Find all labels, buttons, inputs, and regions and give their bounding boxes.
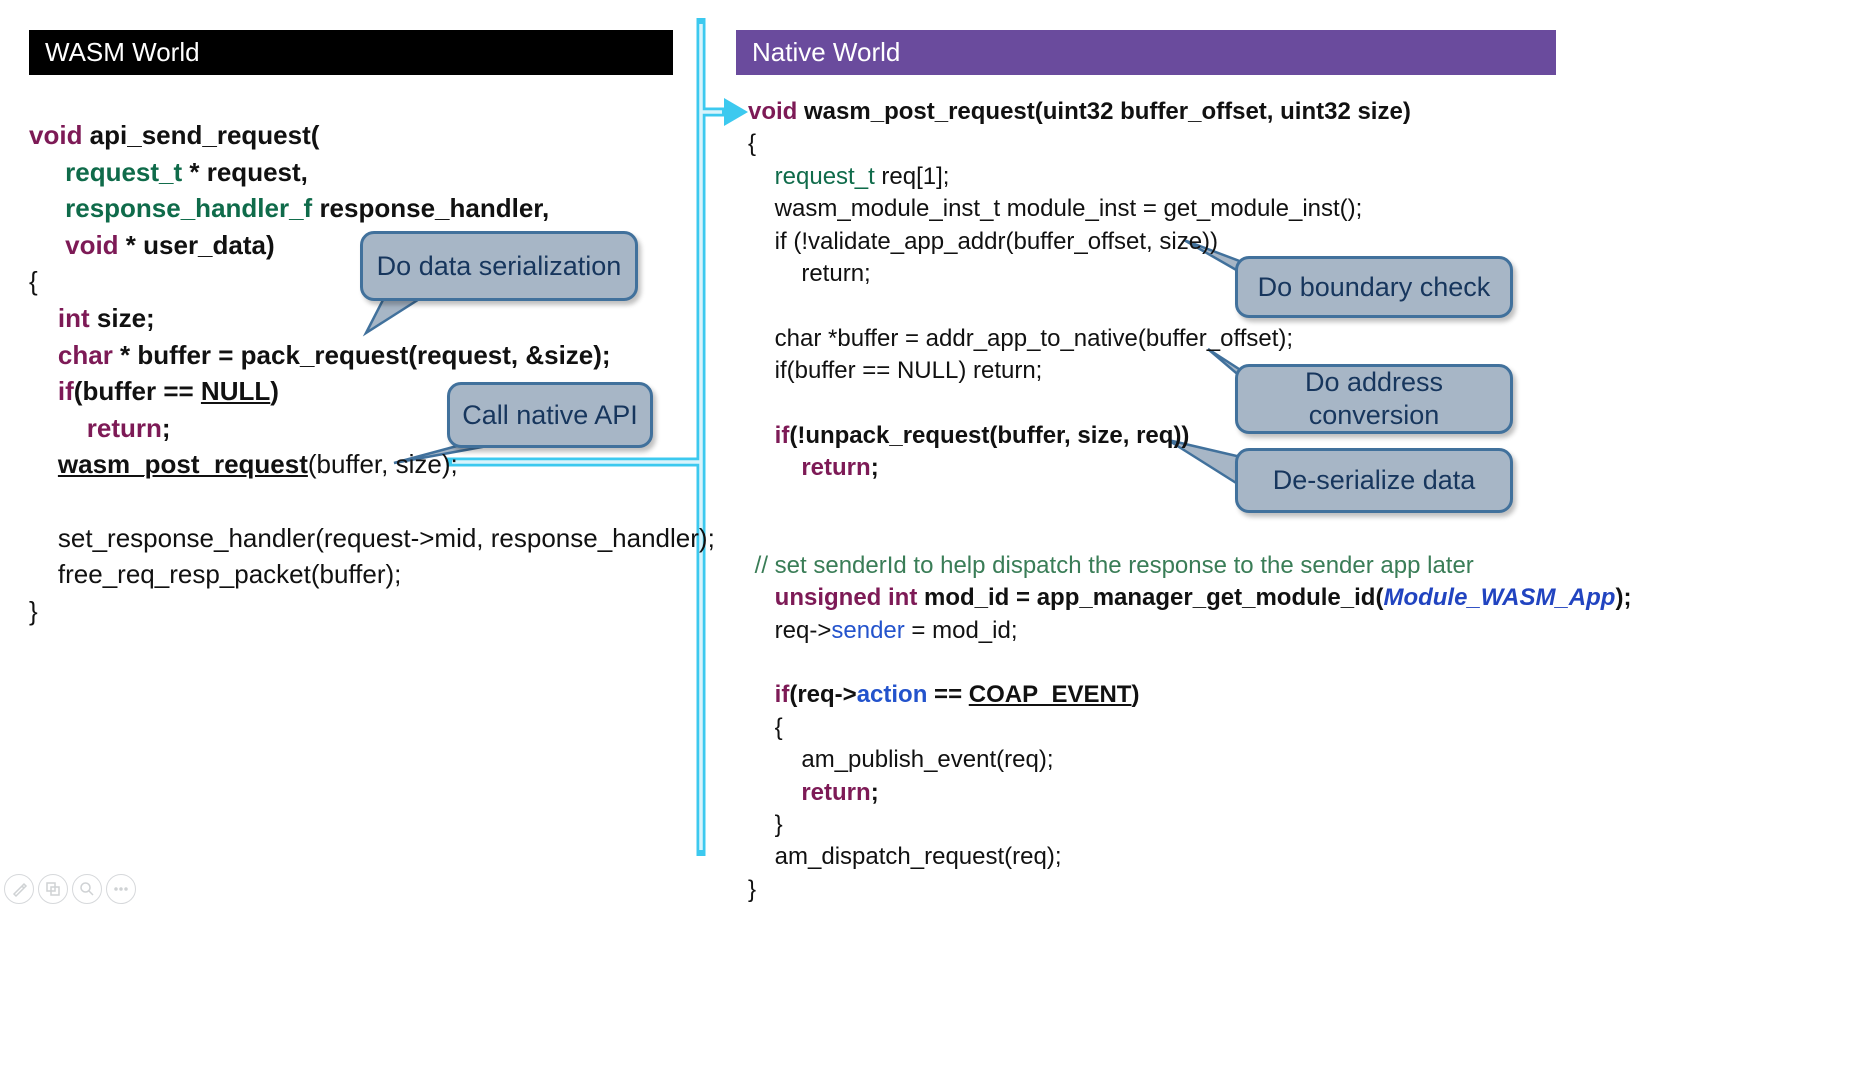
code-line: { — [748, 130, 757, 158]
native-code: void wasm_post_request(uint32 buffer_off… — [748, 96, 1631, 906]
code-line: if(buffer == NULL) return; — [748, 357, 1043, 385]
callout-label: Do boundary check — [1257, 271, 1491, 302]
callout-call-native-api: Call native API — [447, 382, 653, 448]
slides-overview-icon — [46, 882, 60, 896]
zoom-icon — [80, 882, 94, 896]
code-line: return; — [748, 260, 871, 288]
code-line: am_dispatch_request(req); — [748, 843, 1062, 871]
callout-label: Do data serialization — [376, 250, 622, 281]
callout-label: Call native API — [462, 399, 638, 430]
code-line: void api_send_request( — [29, 120, 320, 150]
pen-tool-button[interactable] — [4, 874, 34, 904]
pen-icon — [12, 882, 28, 898]
more-options-button[interactable] — [106, 874, 136, 904]
code-line: char *buffer = addr_app_to_native(buffer… — [748, 324, 1294, 352]
zoom-button[interactable] — [72, 874, 102, 904]
code-line: req->sender = mod_id; — [748, 616, 1018, 644]
code-line: if (!validate_app_addr(buffer_offset, si… — [748, 227, 1219, 255]
code-line: } — [29, 595, 38, 626]
code-line: response_handler_f response_handler, — [29, 193, 550, 224]
code-line: } — [748, 810, 783, 838]
callout-de-serialize-data: De-serialize data — [1235, 448, 1513, 513]
code-line: free_req_resp_packet(buffer); — [29, 559, 402, 590]
callout-do-data-serialization: Do data serialization — [360, 231, 638, 301]
wasm-code: void api_send_request( request_t * reque… — [29, 117, 715, 629]
code-line: request_t req[1]; — [748, 162, 950, 190]
code-line: set_response_handler(request->mid, respo… — [29, 522, 715, 553]
code-line: // set senderId to help dispatch the res… — [748, 551, 1474, 579]
code-line: void * user_data) — [29, 229, 275, 260]
code-line: wasm_module_inst_t module_inst = get_mod… — [748, 195, 1363, 223]
wasm-world-header: WASM World — [29, 30, 673, 75]
callout-do-address-conversion: Do address conversion — [1235, 364, 1513, 434]
arrow-head — [724, 98, 748, 126]
code-line: return; — [748, 454, 879, 482]
code-line: unsigned int mod_id = app_manager_get_mo… — [748, 584, 1632, 612]
code-line: { — [748, 713, 783, 741]
callout-do-boundary-check: Do boundary check — [1235, 256, 1513, 318]
native-world-header: Native World — [736, 30, 1556, 75]
code-line: return; — [29, 412, 171, 443]
more-options-icon — [114, 887, 128, 891]
code-line: char * buffer = pack_request(request, &s… — [29, 339, 611, 370]
code-line: int size; — [29, 302, 155, 333]
code-line: request_t * request, — [29, 156, 308, 187]
code-line: { — [29, 266, 38, 297]
wasm-world-title: WASM World — [45, 37, 200, 67]
callout-label: De-serialize data — [1272, 465, 1476, 496]
code-line — [748, 647, 1631, 679]
native-world-title: Native World — [752, 37, 901, 67]
code-line: wasm_post_request(buffer, size); — [57, 449, 458, 480]
code-line — [29, 483, 715, 520]
callout-label: Do address conversion — [1304, 367, 1444, 430]
code-line: if(buffer == NULL) — [29, 376, 279, 407]
code-line: if(!unpack_request(buffer, size, req)) — [748, 422, 1190, 450]
code-line: if(req->action == COAP_EVENT) — [748, 681, 1140, 709]
code-line — [748, 517, 1631, 549]
slides-overview-button[interactable] — [38, 874, 68, 904]
code-line: return; — [748, 778, 879, 806]
code-line: void wasm_post_request(uint32 buffer_off… — [748, 98, 1411, 125]
presentation-toolbar — [4, 874, 136, 904]
code-line: am_publish_event(req); — [748, 746, 1054, 774]
code-line: } — [748, 875, 757, 903]
